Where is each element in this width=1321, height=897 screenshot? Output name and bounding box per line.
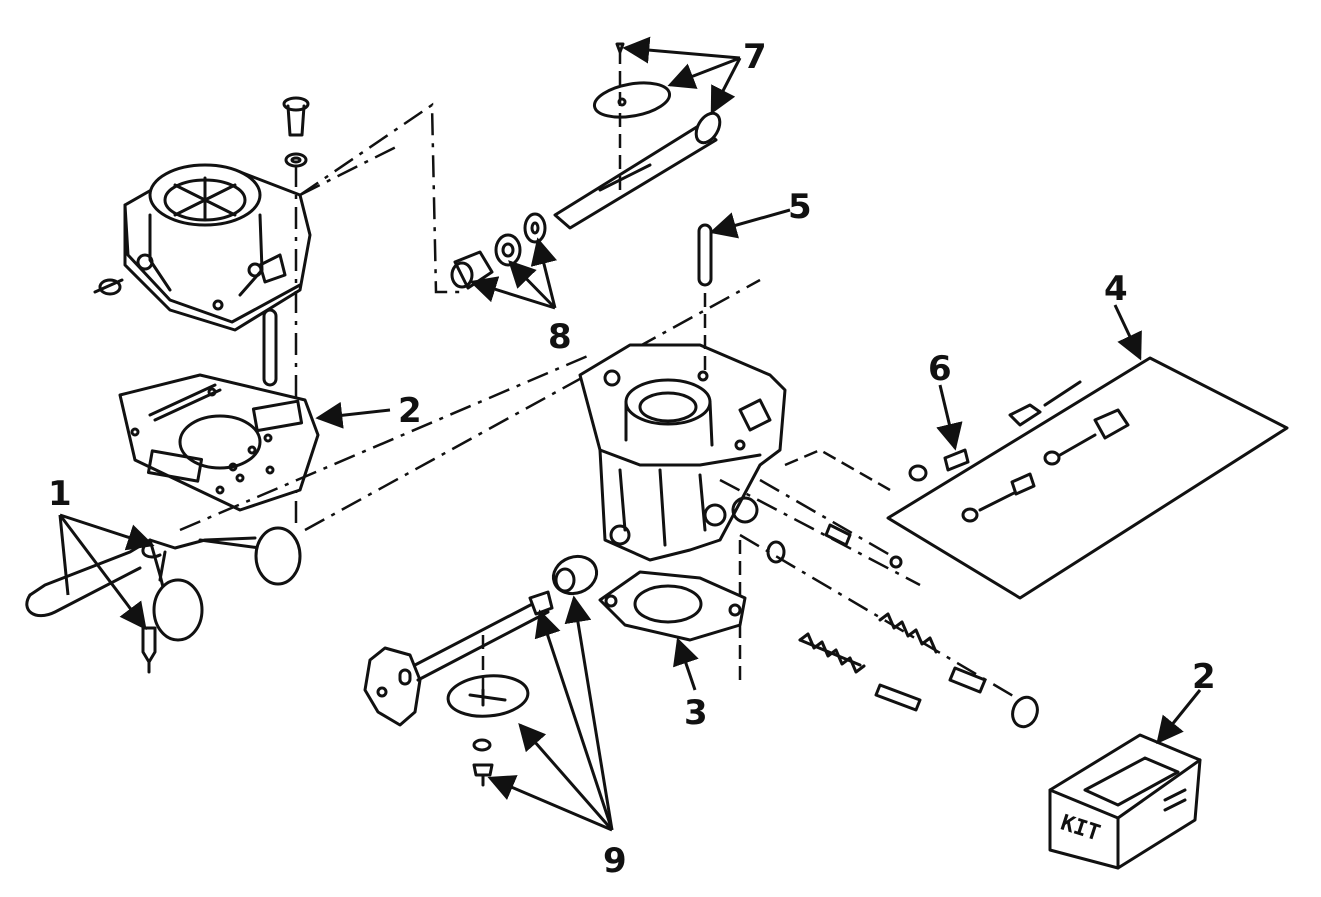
- callout-7: 7: [743, 37, 767, 77]
- choke-shaft-assembly: [553, 50, 722, 230]
- idle-mixture-screw: [798, 632, 922, 712]
- choke-screw: [615, 42, 625, 54]
- card-parts: [908, 380, 1130, 523]
- kit-box: [1048, 733, 1202, 870]
- callout-1: 1: [48, 474, 72, 514]
- air-horn-body: [123, 163, 312, 332]
- throttle-screw: [472, 738, 494, 787]
- callout-2-gasket: 2: [398, 391, 422, 431]
- repair-parts-card: [886, 356, 1289, 600]
- throttle-lever: [363, 590, 554, 727]
- callout-8: 8: [548, 317, 572, 357]
- callout-2-kit: 2: [1192, 657, 1216, 697]
- bowl-gasket: [598, 570, 747, 642]
- throttle-plate: [446, 635, 530, 718]
- shaft-seals: [450, 212, 547, 290]
- needle-valve: [141, 626, 157, 674]
- body-washer: [766, 540, 786, 564]
- air-horn-screw: [282, 96, 310, 168]
- callout-6: 6: [928, 349, 952, 389]
- idle-speed-screw: [878, 612, 1039, 729]
- gasket-pin: [262, 308, 278, 387]
- left-side-washer: [93, 278, 124, 296]
- callout-4: 4: [1104, 269, 1128, 309]
- callout-9: 9: [603, 841, 627, 881]
- air-horn-gasket: [118, 373, 320, 512]
- plug: [824, 523, 903, 569]
- carburetor-main-body: [578, 343, 787, 562]
- callout-3: 3: [684, 693, 708, 733]
- fuel-fitting: [551, 554, 599, 596]
- callout-5: 5: [788, 187, 812, 227]
- idle-pin: [697, 223, 713, 287]
